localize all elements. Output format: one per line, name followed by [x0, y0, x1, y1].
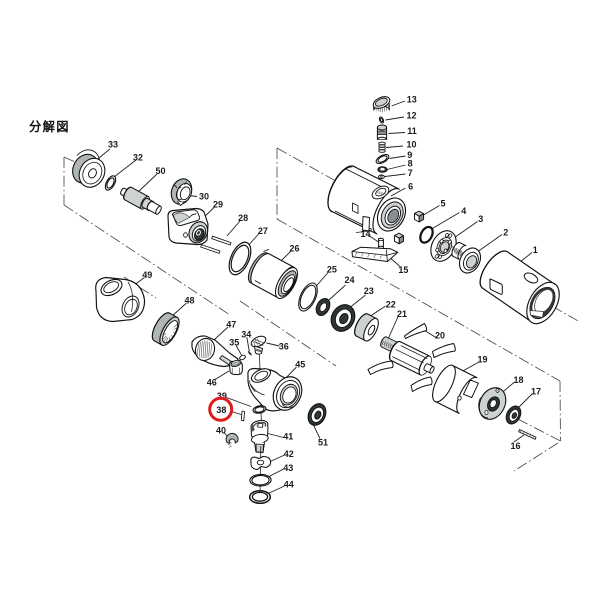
svg-text:47: 47 — [226, 319, 236, 329]
svg-text:19: 19 — [477, 354, 487, 364]
svg-text:32: 32 — [133, 152, 143, 162]
svg-text:45: 45 — [295, 359, 305, 369]
svg-text:10: 10 — [406, 139, 416, 149]
svg-text:41: 41 — [283, 432, 293, 442]
svg-text:40: 40 — [216, 425, 226, 435]
svg-text:2: 2 — [503, 228, 508, 238]
svg-text:分解図: 分解図 — [29, 119, 70, 134]
svg-text:13: 13 — [407, 95, 417, 105]
svg-text:22: 22 — [386, 300, 396, 310]
svg-text:3: 3 — [478, 214, 483, 224]
svg-text:34: 34 — [241, 329, 251, 339]
svg-text:51: 51 — [318, 437, 328, 447]
svg-text:4: 4 — [461, 206, 466, 216]
svg-text:28: 28 — [238, 213, 248, 223]
svg-text:8: 8 — [408, 159, 413, 169]
svg-text:29: 29 — [213, 199, 223, 209]
svg-text:48: 48 — [184, 296, 194, 306]
svg-text:24: 24 — [344, 275, 354, 285]
svg-text:12: 12 — [406, 110, 416, 120]
svg-text:6: 6 — [408, 181, 413, 191]
svg-text:49: 49 — [142, 270, 152, 280]
svg-text:50: 50 — [155, 166, 165, 176]
svg-text:16: 16 — [510, 441, 520, 451]
svg-text:26: 26 — [289, 243, 299, 253]
svg-text:20: 20 — [435, 330, 445, 340]
svg-text:36: 36 — [279, 341, 289, 351]
svg-text:27: 27 — [258, 226, 268, 236]
svg-text:1: 1 — [533, 245, 538, 255]
svg-text:15: 15 — [398, 265, 408, 275]
svg-text:44: 44 — [284, 480, 294, 490]
svg-text:38: 38 — [216, 405, 226, 415]
svg-text:11: 11 — [407, 126, 417, 136]
svg-text:14: 14 — [360, 229, 370, 239]
svg-text:25: 25 — [327, 265, 337, 275]
svg-text:23: 23 — [364, 286, 374, 296]
svg-text:17: 17 — [531, 386, 541, 396]
svg-text:33: 33 — [108, 139, 118, 149]
svg-text:5: 5 — [440, 198, 445, 208]
svg-text:46: 46 — [207, 377, 217, 387]
svg-text:18: 18 — [513, 375, 523, 385]
svg-text:35: 35 — [229, 337, 239, 347]
svg-text:21: 21 — [397, 309, 407, 319]
svg-text:7: 7 — [408, 168, 413, 178]
svg-text:30: 30 — [199, 192, 209, 202]
svg-text:42: 42 — [284, 449, 294, 459]
svg-text:43: 43 — [283, 463, 293, 473]
svg-text:9: 9 — [407, 150, 412, 160]
